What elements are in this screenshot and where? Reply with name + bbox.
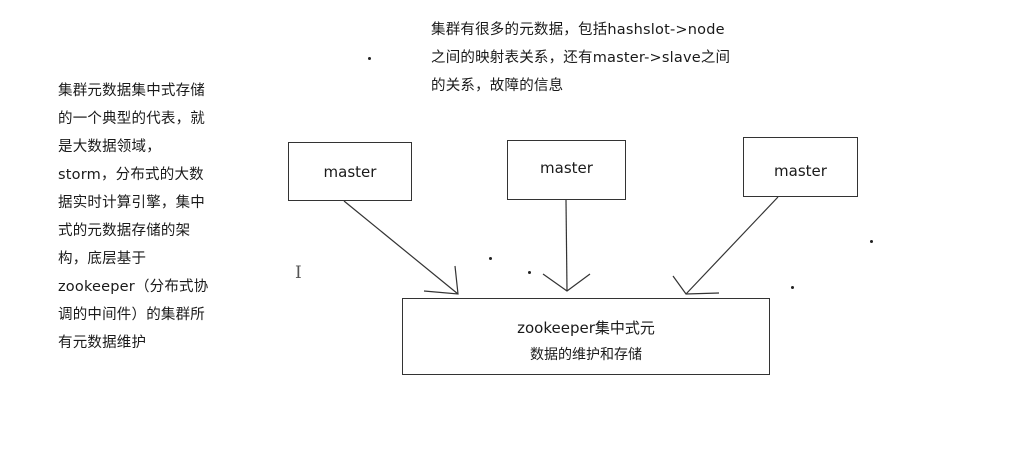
arrowhead-master-2 <box>542 273 591 292</box>
left-note-line: 有元数据维护 <box>58 335 147 351</box>
left-note-line: 是大数据领域， <box>58 139 161 155</box>
master-node-1: master <box>288 142 412 201</box>
top-note-line: 之间的映射表关系，还有master->slave之间 <box>431 50 731 66</box>
left-note-line: 的一个典型的代表，就 <box>58 111 205 127</box>
master-node-label: master <box>323 163 377 181</box>
left-note-line: 式的元数据存储的架 <box>58 223 191 239</box>
left-note-line: 集群元数据集中式存储 <box>58 83 205 99</box>
arrowhead-master-3 <box>672 275 720 295</box>
top-note-line: 的关系，故障的信息 <box>431 78 564 94</box>
left-note-line: 据实时计算引擎，集中 <box>58 195 205 211</box>
left-note-line: zookeeper（分布式协 <box>58 279 209 295</box>
zookeeper-label-line-2: 数据的维护和存储 <box>530 347 642 363</box>
stray-dot <box>489 257 492 260</box>
stray-dot <box>791 286 794 289</box>
text-cursor-icon: I <box>295 263 302 283</box>
left-note-line: 构，底层基于 <box>58 251 147 267</box>
connector-master-1-to-zookeeper <box>343 200 459 295</box>
master-node-label: master <box>540 159 593 177</box>
stray-dot <box>368 57 371 60</box>
left-note: 集群元数据集中式存储 的一个典型的代表，就 是大数据领域， storm，分布式的… <box>58 77 228 357</box>
top-note: 集群有很多的元数据，包括hashslot->node 之间的映射表关系，还有ma… <box>431 16 761 100</box>
zookeeper-node: zookeeper集中式元 数据的维护和存储 <box>402 298 770 375</box>
master-node-2: master <box>507 140 626 200</box>
connector-master-3-to-zookeeper <box>685 196 779 295</box>
top-note-line: 集群有很多的元数据，包括hashslot->node <box>431 22 725 38</box>
master-node-3: master <box>743 137 858 197</box>
stray-dot <box>528 271 531 274</box>
left-note-line: storm，分布式的大数 <box>58 167 204 183</box>
connector-master-2-to-zookeeper <box>565 199 568 292</box>
zookeeper-label-line-1: zookeeper集中式元 <box>517 319 655 337</box>
left-note-line: 调的中间件）的集群所 <box>58 307 205 323</box>
arrowhead-master-1 <box>423 265 459 295</box>
stray-dot <box>870 240 873 243</box>
master-node-label: master <box>774 162 827 180</box>
